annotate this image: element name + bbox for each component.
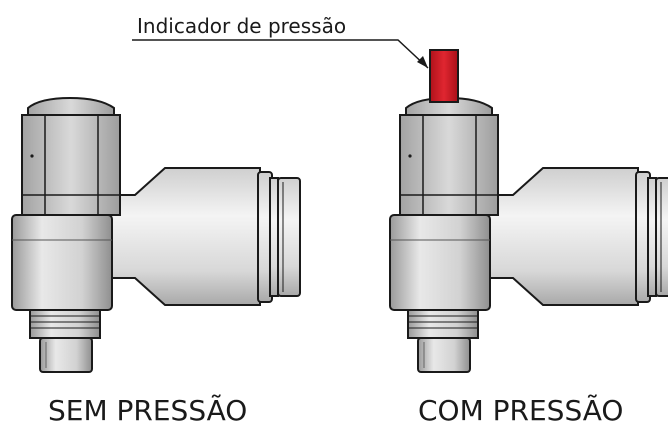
caption-with-pressure: COM PRESSÃO: [418, 394, 623, 427]
valve-fitting-icon: [11, 97, 301, 373]
callout-label: Indicador de pressão: [137, 14, 346, 38]
fitting-with-pressure: [389, 49, 668, 373]
valve-fitting-icon: [389, 97, 668, 373]
caption-no-pressure: SEM PRESSÃO: [48, 394, 247, 427]
fitting-no-pressure: [11, 97, 301, 373]
pressure-indicator-pin-icon: [429, 49, 459, 103]
callout-leader: [132, 39, 429, 69]
